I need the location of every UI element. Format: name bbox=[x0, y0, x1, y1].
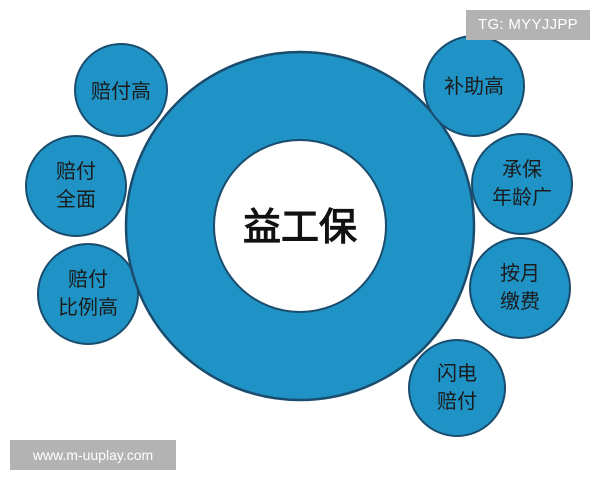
bubble-label: 承保 bbox=[502, 157, 542, 181]
bubble-label: 赔付高 bbox=[91, 79, 151, 103]
bubble-label: 年龄广 bbox=[492, 185, 552, 209]
bubble-pay-high: 赔付高 bbox=[74, 43, 168, 137]
bubble-label: 按月 bbox=[500, 261, 540, 285]
bubble-pay-ratio-high: 赔付 比例高 bbox=[37, 243, 139, 345]
bubble-label: 比例高 bbox=[58, 295, 118, 319]
bubble-label: 补助高 bbox=[444, 74, 504, 98]
url-watermark: www.m-uuplay.com bbox=[10, 440, 176, 470]
bubble-label: 闪电 bbox=[437, 361, 477, 385]
bubble-label: 全面 bbox=[56, 187, 96, 211]
bubble-label: 缴费 bbox=[500, 289, 540, 313]
bubble-lightning-pay: 闪电 赔付 bbox=[408, 339, 506, 437]
bubble-label: 赔付 bbox=[437, 389, 477, 413]
center-title: 益工保 bbox=[243, 205, 358, 249]
bubble-wide-age: 承保 年龄广 bbox=[471, 133, 573, 235]
bubble-label: 赔付 bbox=[68, 267, 108, 291]
bubble-label: 赔付 bbox=[56, 159, 96, 183]
center-ring: 益工保 bbox=[124, 50, 476, 402]
tg-watermark: TG: MYYJJPP bbox=[466, 10, 590, 40]
bubble-monthly-payment: 按月 缴费 bbox=[469, 237, 571, 339]
bubble-pay-comprehensive: 赔付 全面 bbox=[25, 135, 127, 237]
bubble-subsidy-high: 补助高 bbox=[423, 35, 525, 137]
